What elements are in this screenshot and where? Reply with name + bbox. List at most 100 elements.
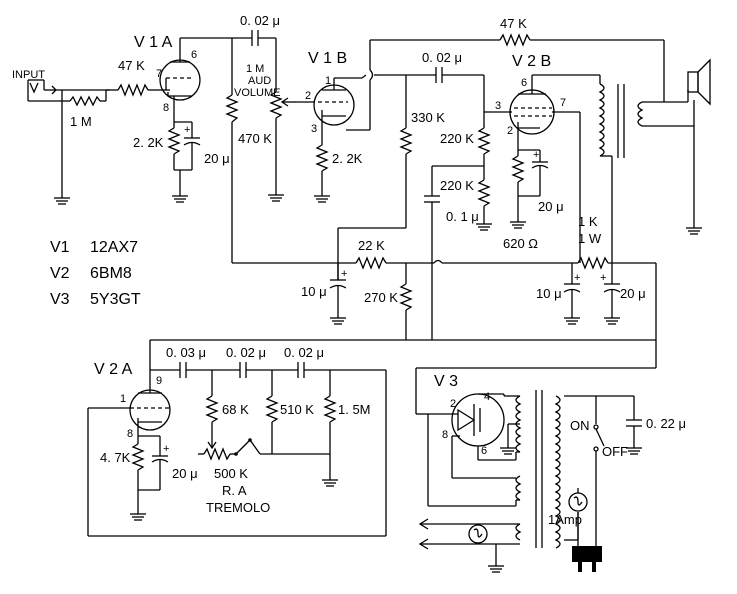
pin-v1b-grid: 2 xyxy=(305,90,311,102)
label-1-5m: 1. 5M xyxy=(338,402,371,417)
capacitor-10u-right: + xyxy=(563,272,580,318)
label-1k: 1 K xyxy=(578,214,598,229)
ground-symbol xyxy=(686,227,702,235)
ground-symbol xyxy=(510,221,526,229)
legend-v2-type: 6BM8 xyxy=(90,265,132,282)
ground-symbol xyxy=(268,194,284,202)
label-68k: 68 K xyxy=(222,402,249,417)
label-10u-right: 10 μ xyxy=(536,286,562,301)
pin-v1b-plate: 1 xyxy=(325,75,331,87)
label-v2a: V 2 A xyxy=(94,361,133,378)
label-v1b: V 1 B xyxy=(308,50,347,67)
input-jack xyxy=(27,79,62,102)
label-510k: 510 K xyxy=(280,402,314,417)
label-c-osc-2: 0. 02 μ xyxy=(226,345,266,360)
capacitor-osc-0-02u-a xyxy=(239,362,247,378)
volume-pot xyxy=(269,91,296,195)
label-c-mains: 0. 22 μ xyxy=(646,416,686,431)
resistor-v2b-cathode xyxy=(511,150,525,196)
label-c-v1b-out: 0. 02 μ xyxy=(422,50,462,65)
label-330k: 330 K xyxy=(411,110,445,125)
tube-v2b xyxy=(509,75,555,135)
label-47k-fb: 47 K xyxy=(500,16,527,31)
ground-symbol xyxy=(488,565,504,573)
legend-v2-tube: V2 xyxy=(50,265,70,282)
label-switch-on: ON xyxy=(570,418,590,433)
tube-v2a xyxy=(129,370,171,431)
capacitor-osc-0-03u xyxy=(179,362,187,378)
pin-v3-8: 8 xyxy=(442,429,448,441)
resistor-68k xyxy=(205,395,219,423)
tube-v1b xyxy=(313,78,355,126)
resistor-v1a-plate xyxy=(225,94,239,123)
resistor-v1b-cathode xyxy=(315,144,329,172)
legend-v3-type: 5Y3GT xyxy=(90,291,141,308)
ground-symbol xyxy=(476,223,492,231)
capacitor-10u-left: + xyxy=(329,268,347,318)
label-v1b-rk: 2. 2K xyxy=(332,151,363,166)
svg-text:+: + xyxy=(341,268,347,280)
label-c-trem: 0. 1 μ xyxy=(446,209,479,224)
label-v1a: V 1 A xyxy=(134,34,173,51)
svg-text:+: + xyxy=(163,443,169,455)
label-trem-2: R. A xyxy=(222,483,247,498)
pin-v2b-cathode: 2 xyxy=(507,125,513,137)
label-47k-grid: 47 K xyxy=(118,58,145,73)
resistor-grid-47k xyxy=(106,83,160,97)
label-470k: 470 K xyxy=(238,131,272,146)
pin-v3-2: 2 xyxy=(450,398,456,410)
pin-v3-6: 6 xyxy=(481,445,487,457)
resistor-v1a-cathode xyxy=(167,122,181,170)
power-transformer xyxy=(515,390,561,549)
label-vol-1: 1 M xyxy=(246,63,264,75)
label-fuse: 1Amp xyxy=(548,512,582,527)
label-v1a-ck: 20 μ xyxy=(204,151,230,166)
pin-v1a-cathode: 8 xyxy=(163,102,169,114)
label-vol-2: AUD xyxy=(248,75,271,87)
pin-v3-4: 4 xyxy=(484,391,490,403)
ground-symbol xyxy=(54,197,70,205)
label-c-osc-1: 0. 03 μ xyxy=(166,345,206,360)
pin-v2b-grid: 3 xyxy=(495,100,501,112)
svg-text:+: + xyxy=(184,124,190,136)
label-v2a-ck: 20 μ xyxy=(172,466,198,481)
resistor-1-5m xyxy=(323,395,337,423)
label-switch-off: OFF xyxy=(602,444,628,459)
pin-v2b-screen: 7 xyxy=(560,97,566,109)
label-v2a-rk: 4. 7K xyxy=(100,450,131,465)
legend-v1-tube: V1 xyxy=(50,239,70,256)
label-1w: 1 W xyxy=(578,231,602,246)
ground-symbol xyxy=(564,317,580,325)
capacitor-v2b-cathode: + xyxy=(531,149,549,196)
label-1m: 1 M xyxy=(70,114,92,129)
label-c-osc-3: 0. 02 μ xyxy=(284,345,324,360)
ground-symbol xyxy=(172,195,188,203)
pilot-lamp-icon xyxy=(468,524,488,544)
pin-v1a-plate: 6 xyxy=(191,49,197,61)
output-transformer xyxy=(598,83,644,158)
ground-symbol xyxy=(130,513,146,521)
label-vol-3: VOLUME xyxy=(234,87,280,99)
tremolo-pot xyxy=(198,438,261,461)
capacitor-20u-right: + xyxy=(600,272,621,318)
pin-v2b-plate: 6 xyxy=(521,77,527,89)
ground-symbol xyxy=(322,479,338,487)
resistor-330k xyxy=(399,127,413,155)
pin-v2a-grid: 1 xyxy=(120,393,126,405)
capacitor-tremolo-0-1u xyxy=(424,195,440,203)
label-v2b-rk: 620 Ω xyxy=(503,236,538,251)
legend-v3-tube: V3 xyxy=(50,291,70,308)
svg-text:+: + xyxy=(600,272,606,284)
label-v2b-ck: 20 μ xyxy=(538,199,564,214)
label-trem-1: 500 K xyxy=(214,466,248,481)
speaker-icon xyxy=(687,58,711,106)
capacitor-v1a-cathode: + xyxy=(183,122,201,170)
label-trem-3: TREMOLO xyxy=(206,500,270,515)
pin-v2a-cathode: 8 xyxy=(127,428,133,440)
ground-symbol xyxy=(500,447,516,455)
label-220k-b: 220 K xyxy=(440,178,474,193)
fuse-icon xyxy=(568,492,588,512)
ground-symbol xyxy=(604,317,620,325)
